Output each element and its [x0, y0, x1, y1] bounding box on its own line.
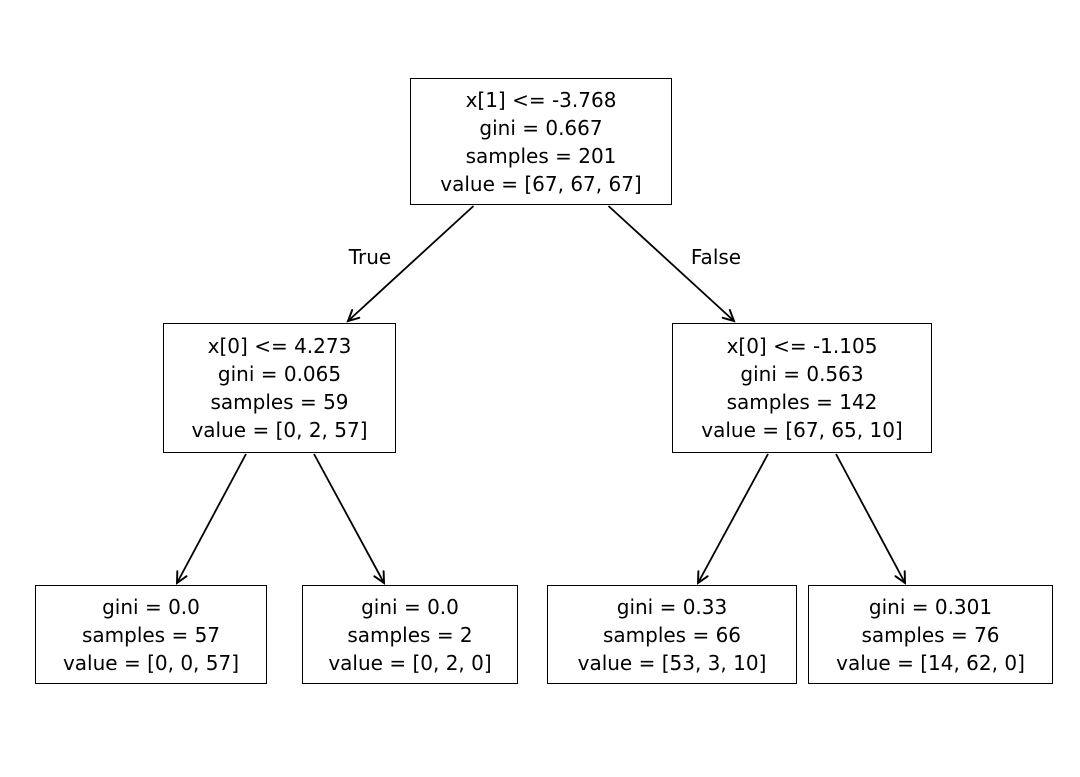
tree-node-right: x[0] <= -1.105 gini = 0.563 samples = 14… [672, 323, 932, 453]
tree-node-leaf1: gini = 0.0 samples = 57 value = [0, 0, 5… [35, 585, 267, 684]
edge-left-to-leaf2 [313, 453, 386, 585]
node-condition: x[0] <= 4.273 [207, 334, 352, 358]
node-value: value = [0, 2, 0] [328, 650, 492, 675]
node-value: value = [67, 65, 10] [701, 418, 903, 442]
node-value: value = [53, 3, 10] [577, 650, 767, 675]
node-samples: samples = 57 [81, 622, 221, 647]
node-gini: gini = 0.065 [217, 362, 342, 386]
edge-right-to-leaf3 [696, 453, 769, 585]
node-samples: samples = 201 [465, 143, 617, 168]
node-gini: gini = 0.0 [102, 594, 200, 619]
node-samples: samples = 2 [347, 622, 473, 647]
node-condition: x[1] <= -3.768 [465, 87, 617, 112]
tree-node-leaf3: gini = 0.33 samples = 66 value = [53, 3,… [547, 585, 797, 684]
node-value: value = [14, 62, 0] [836, 650, 1025, 675]
node-gini: gini = 0.33 [616, 594, 728, 619]
node-samples: samples = 76 [861, 622, 1000, 647]
node-gini: gini = 0.0 [361, 594, 459, 619]
node-value: value = [0, 2, 57] [191, 418, 368, 442]
node-gini: gini = 0.667 [479, 115, 603, 140]
tree-node-left: x[0] <= 4.273 gini = 0.065 samples = 59 … [163, 323, 396, 453]
node-samples: samples = 59 [210, 390, 349, 414]
tree-node-leaf2: gini = 0.0 samples = 2 value = [0, 2, 0] [302, 585, 518, 684]
edge-root-to-left [346, 205, 475, 323]
edge-label-false: False [688, 245, 744, 269]
edge-root-to-right [607, 205, 736, 323]
edge-right-to-leaf4 [835, 453, 907, 585]
node-condition: x[0] <= -1.105 [726, 334, 878, 358]
node-gini: gini = 0.301 [868, 594, 993, 619]
node-value: value = [0, 0, 57] [62, 650, 240, 675]
edge-left-to-leaf1 [175, 453, 247, 585]
node-samples: samples = 142 [726, 390, 878, 414]
node-value: value = [67, 67, 67] [440, 171, 642, 196]
node-gini: gini = 0.563 [740, 362, 864, 386]
tree-node-root: x[1] <= -3.768 gini = 0.667 samples = 20… [410, 78, 672, 205]
edge-label-true: True [346, 245, 394, 269]
node-samples: samples = 66 [602, 622, 742, 647]
tree-node-leaf4: gini = 0.301 samples = 76 value = [14, 6… [808, 585, 1053, 684]
